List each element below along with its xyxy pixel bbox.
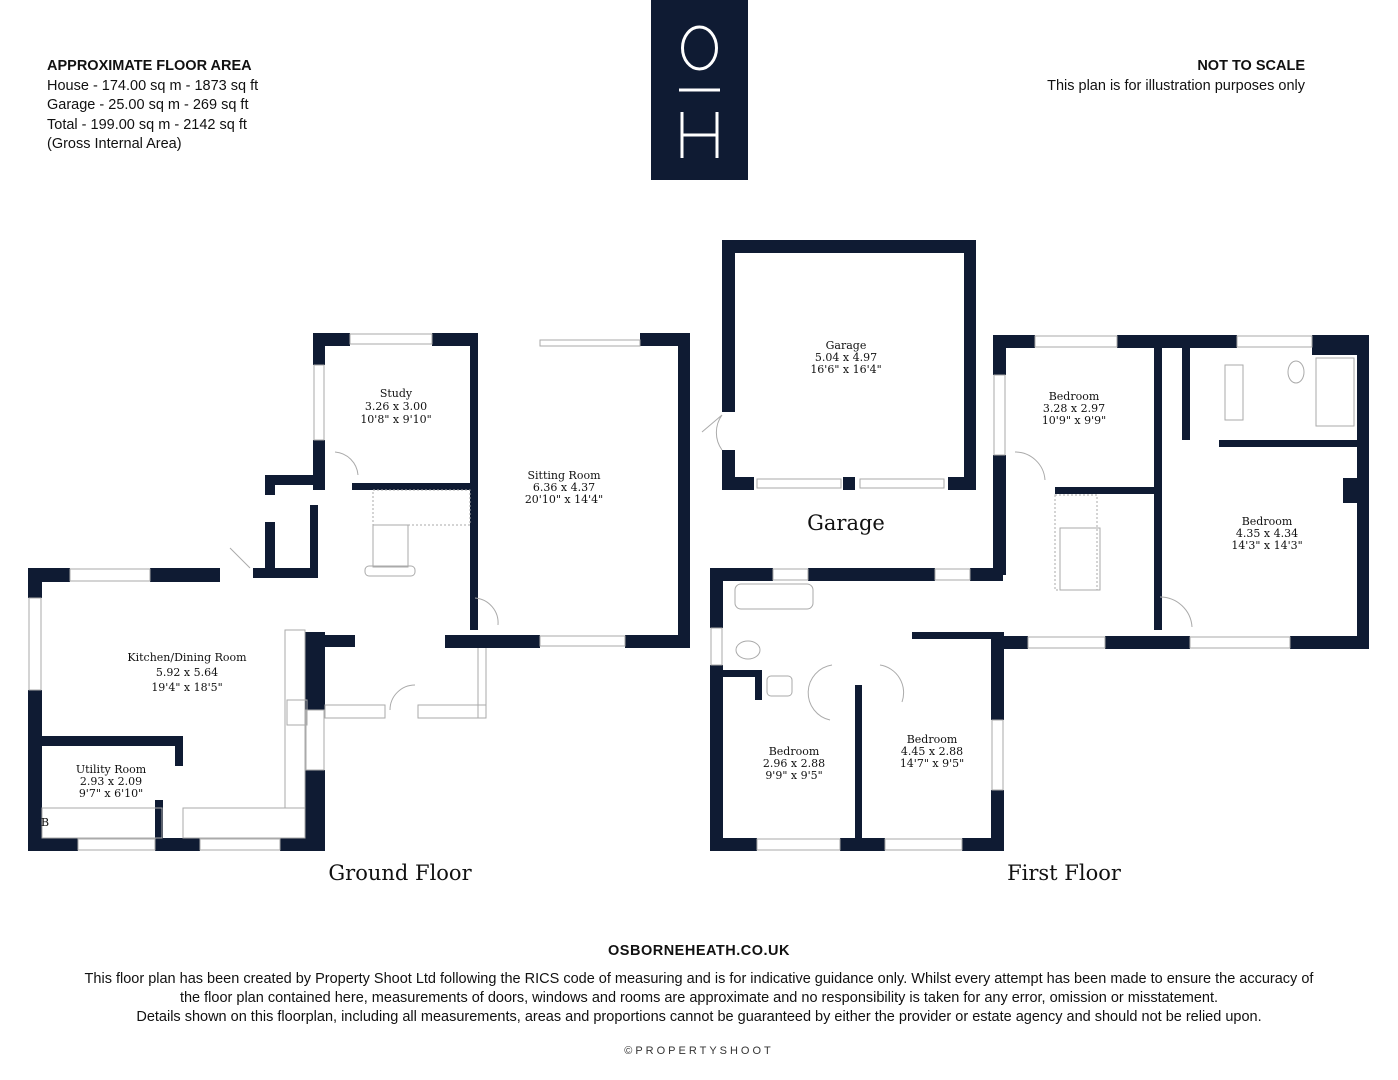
- room-metric: 3.26 x 3.00: [365, 400, 427, 413]
- room-name: Bedroom: [1242, 515, 1293, 528]
- ground-floor-walls: [28, 333, 690, 851]
- garage-walls: [722, 240, 976, 490]
- room-metric: 4.45 x 2.88: [901, 745, 963, 758]
- area-note: (Gross Internal Area): [47, 136, 182, 152]
- room-name: Sitting Room: [528, 469, 602, 482]
- disclaimer-line: the floor plan contained here, measureme…: [179, 990, 1219, 1006]
- house-area: House - 174.00 sq m - 1873 sq ft: [47, 77, 259, 94]
- ground-floor-fixtures: [28, 333, 641, 851]
- first-floor-title: First Floor: [1007, 861, 1122, 885]
- room-name: Kitchen/Dining Room: [127, 651, 247, 664]
- room-imperial: 9'7" x 6'10": [79, 787, 143, 800]
- property-shoot-credit: ©PROPERTYSHOOT: [624, 1045, 774, 1057]
- floor-area-summary: APPROXIMATE FLOOR AREA House - 174.00 sq…: [47, 57, 258, 155]
- disclaimer-line: This floor plan has been created by Prop…: [84, 971, 1314, 987]
- not-to-scale-heading: NOT TO SCALE: [1197, 58, 1305, 74]
- room-imperial: 20'10" x 14'4": [525, 493, 603, 506]
- room-imperial: 14'3" x 14'3": [1231, 539, 1302, 552]
- room-name: Bedroom: [769, 745, 820, 758]
- room-metric: 6.36 x 4.37: [533, 481, 595, 494]
- room-imperial: 10'8" x 9'10": [360, 413, 431, 426]
- room-metric: 2.96 x 2.88: [763, 757, 825, 770]
- disclaimer: This floor plan has been created by Prop…: [0, 970, 1398, 1027]
- disclaimer-line: Details shown on this floorplan, includi…: [136, 1009, 1262, 1025]
- room-metric: 5.92 x 5.64: [156, 666, 218, 679]
- garage-doors: [701, 414, 945, 489]
- brand-logo: [651, 0, 748, 180]
- room-imperial: 10'9" x 9'9": [1042, 414, 1106, 427]
- room-name: Bedroom: [1049, 390, 1100, 403]
- room-imperial: 9'9" x 9'5": [765, 769, 822, 782]
- room-name: Utility Room: [76, 763, 147, 776]
- website-link[interactable]: OSBORNEHEATH.CO.UK: [608, 943, 790, 959]
- room-imperial: 16'6" x 16'4": [810, 363, 881, 376]
- room-labels: Study 3.26 x 3.00 10'8" x 9'10" Sitting …: [76, 339, 1303, 800]
- first-floor-fixtures: [710, 335, 1355, 851]
- room-metric: 3.28 x 2.97: [1043, 402, 1105, 415]
- room-name: Garage: [826, 339, 867, 352]
- room-name: Bedroom: [907, 733, 958, 746]
- garage-title: Garage: [807, 511, 885, 535]
- first-floor-walls: [710, 335, 1369, 851]
- total-area: Total - 199.00 sq m - 2142 sq ft: [47, 116, 247, 133]
- ground-floor-title: Ground Floor: [328, 861, 472, 885]
- room-name: Study: [380, 387, 413, 400]
- oh-logo-mark: [679, 25, 720, 158]
- floor-area-heading: APPROXIMATE FLOOR AREA: [47, 58, 252, 74]
- garage-area: Garage - 25.00 sq m - 269 sq ft: [47, 97, 249, 113]
- scale-note: NOT TO SCALE This plan is for illustrati…: [1047, 57, 1305, 96]
- room-metric: 5.04 x 4.97: [815, 351, 877, 364]
- room-imperial: 19'4" x 18'5": [151, 681, 222, 694]
- room-metric: 4.35 x 4.34: [1236, 527, 1298, 540]
- illustration-note: This plan is for illustration purposes o…: [1047, 77, 1305, 94]
- room-imperial: 14'7" x 9'5": [900, 757, 964, 770]
- room-metric: 2.93 x 2.09: [80, 775, 142, 788]
- boiler-label: B: [41, 816, 49, 829]
